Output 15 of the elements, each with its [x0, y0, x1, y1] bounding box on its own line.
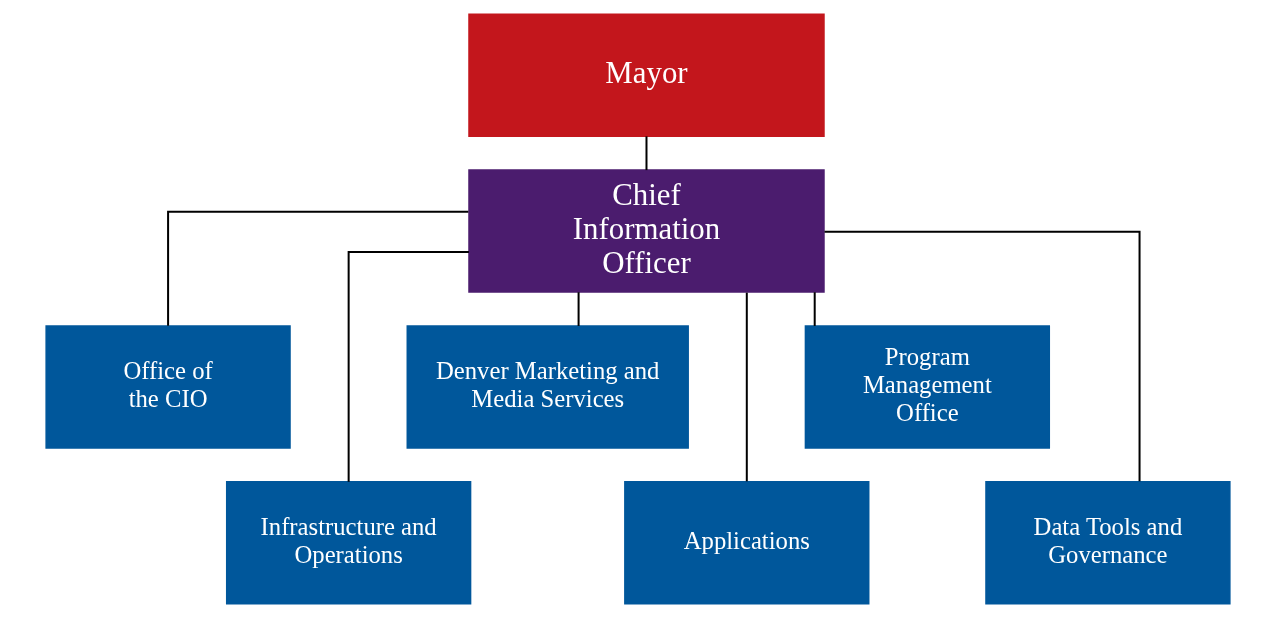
- node-box: Data Tools and Governance: [984, 481, 1231, 605]
- node-box: Applications: [623, 481, 869, 605]
- node-box: Chief Information Officer: [467, 169, 825, 293]
- connector: [824, 230, 1141, 482]
- node-box: Denver Marketing and Media Services: [406, 325, 689, 449]
- connector: [166, 210, 468, 326]
- connector: [347, 250, 469, 482]
- node-box: Infrastructure and Operations: [225, 481, 471, 605]
- connector: [745, 292, 748, 482]
- connector: [645, 136, 647, 171]
- node-box: Program Management Office: [804, 325, 1050, 449]
- connector: [813, 292, 816, 326]
- node-box: Office of the CIO: [44, 325, 291, 449]
- node-box: Mayor: [467, 13, 825, 137]
- connector: [577, 292, 580, 326]
